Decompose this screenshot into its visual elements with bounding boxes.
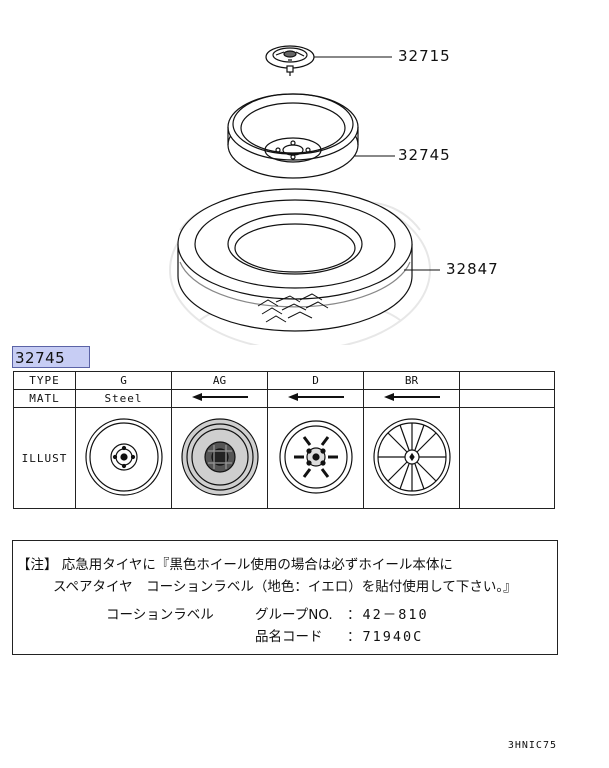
spare-tire-exploded-diagram (169, 45, 440, 345)
type-cell: G (75, 371, 172, 390)
spoke-wheel-cover-br-icon (372, 417, 451, 496)
empty-cell (459, 389, 555, 408)
item-code-label: 品名コード (255, 629, 323, 645)
part-number-tire[interactable]: 32847 (446, 260, 499, 278)
row-label-type: TYPE (13, 371, 76, 390)
illust-cell (75, 407, 172, 509)
matl-same-arrow-cell (363, 389, 460, 408)
type-row: TYPE G AG D BR (13, 371, 555, 390)
wheel-part (227, 93, 359, 179)
empty-cell (459, 371, 555, 390)
illust-row: ILLUST (13, 407, 555, 509)
table-ref-tag[interactable]: 32745 (12, 346, 90, 368)
part-number-hub-cap[interactable]: 32715 (398, 47, 451, 65)
illust-cell (267, 407, 364, 509)
type-cell: D (267, 371, 364, 390)
empty-cell (459, 407, 555, 509)
note-line-2: スペアタイヤ コーションラベル（地色：イエロ）を貼付使用して下さい。』 (53, 579, 517, 595)
row-label-matl: MATL (13, 389, 76, 408)
type-cell: AG (171, 371, 268, 390)
item-code-value: ：71940C (347, 629, 424, 645)
caution-label-name: コーションラベル (106, 607, 214, 623)
matl-same-arrow-cell (171, 389, 268, 408)
matl-cell: Steel (75, 389, 172, 408)
left-arrow-icon (191, 393, 248, 401)
type-cell: BR (363, 371, 460, 390)
caution-note-box: 【注】 応急用タイヤに『黒色ホイール使用の場合は必ずホイール本体に スペアタイヤ… (12, 540, 558, 655)
wheel-type-table: TYPE G AG D BR MATL Steel ILLUST (13, 371, 555, 509)
matl-same-arrow-cell (267, 389, 364, 408)
left-arrow-icon (287, 393, 344, 401)
left-arrow-icon (383, 393, 440, 401)
part-number-wheel[interactable]: 32745 (398, 146, 451, 164)
styled-wheel-d-icon (278, 419, 353, 494)
tire-part (177, 188, 413, 332)
row-label-illust: ILLUST (13, 407, 76, 509)
note-line-1: 【注】 応急用タイヤに『黒色ホイール使用の場合は必ずホイール本体に (17, 557, 453, 573)
hub-cap-part (265, 45, 315, 76)
group-number-label: グループNO. (255, 607, 333, 623)
matl-row: MATL Steel (13, 389, 555, 408)
illust-cell (363, 407, 460, 509)
illust-cell (171, 407, 268, 509)
diagram-code: 3HNIC75 (507, 740, 557, 751)
black-steel-wheel-ag-icon (180, 417, 259, 496)
group-number-value: ：42－810 (347, 607, 429, 623)
steel-wheel-g-icon (84, 417, 163, 496)
